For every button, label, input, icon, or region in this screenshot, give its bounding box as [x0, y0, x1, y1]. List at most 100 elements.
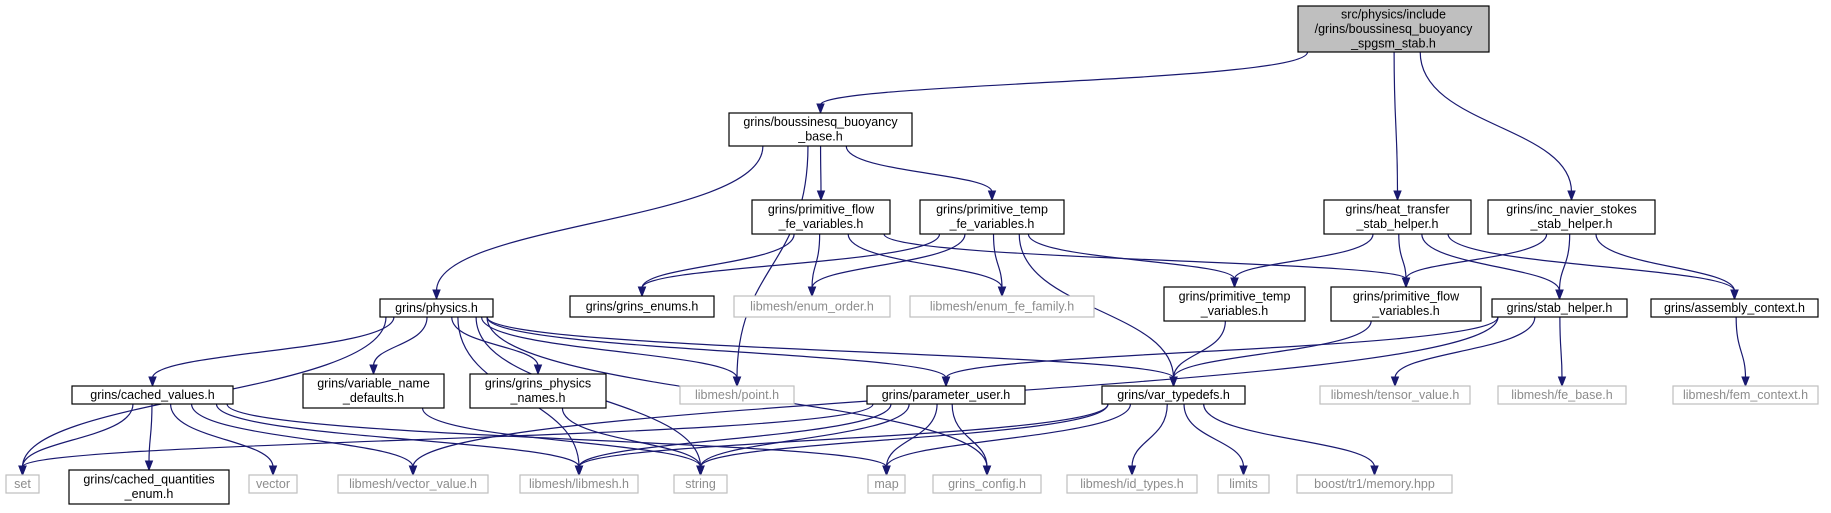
- node-box: [1066, 474, 1198, 494]
- node-libmesh-point-h: libmesh/point.h: [679, 385, 795, 405]
- edge-bbase-to-pffv: [816, 145, 826, 202]
- node-string: string: [673, 474, 728, 494]
- node-libmesh-id-types-h: libmesh/id_types.h: [1066, 474, 1198, 494]
- edge-physics-to-vartd: [486, 316, 1178, 388]
- node-set: set: [5, 474, 40, 494]
- node-grins-inc-navier-stokes-stab-helper-h[interactable]: grins/inc_navier_stokes_stab_helper.h: [1487, 199, 1656, 235]
- node-label-line: libmesh/tensor_value.h: [1331, 388, 1460, 402]
- edge-asm-to-femctx: [1735, 316, 1750, 388]
- node-label-line: _base.h: [797, 130, 843, 144]
- node-label-line: grins/assembly_context.h: [1664, 301, 1805, 315]
- node-label-line: grins/primitive_flow: [768, 203, 875, 217]
- edges-layer: [18, 51, 1750, 477]
- node-grins-cached-quantities-enum-h[interactable]: grins/cached_quantities_enum.h: [68, 469, 230, 505]
- node-libmesh-vector-value-h: libmesh/vector_value.h: [337, 474, 489, 494]
- node-box: [469, 373, 607, 409]
- node-label-line: _variables.h: [1200, 304, 1268, 318]
- node-libmesh-enum-fe-family-h: libmesh/enum_fe_family.h: [909, 295, 1095, 318]
- node-box: [5, 474, 40, 494]
- node-grins-primitive-flow-fe-variables-h[interactable]: grins/primitive_flow_fe_variables.h: [751, 199, 891, 235]
- node-grins-variable-name-defaults-h[interactable]: grins/variable_name_defaults.h: [302, 373, 445, 409]
- node-grins-physics-h[interactable]: grins/physics.h: [379, 298, 494, 318]
- node-label-line: libmesh/id_types.h: [1080, 477, 1184, 491]
- node-box: [1330, 286, 1482, 322]
- node-label-line: set: [14, 477, 31, 491]
- node-src-physics-include-grins-boussinesq-buoyancy-spgsm-stab-h[interactable]: src/physics/include/grins/boussinesq_buo…: [1297, 5, 1490, 53]
- node-libmesh-fe-base-h: libmesh/fe_base.h: [1497, 385, 1627, 405]
- edge-cached-to-cqe: [144, 403, 154, 472]
- edge-cached-to-vecval: [190, 403, 418, 477]
- edge-ptfv-to-genums: [637, 233, 941, 298]
- node-grins-config-h: grins_config.h: [932, 474, 1042, 494]
- node-label-line: _fe_variables.h: [778, 217, 864, 231]
- node-label-line: libmesh/enum_fe_family.h: [930, 299, 1074, 313]
- node-box: [1497, 385, 1627, 405]
- node-label-line: _fe_variables.h: [949, 217, 1035, 231]
- node-box: [337, 474, 489, 494]
- node-label-line: grins/heat_transfer: [1345, 203, 1449, 217]
- node-map: map: [867, 474, 906, 494]
- node-box: [751, 199, 891, 235]
- node-label-line: _enum.h: [124, 487, 174, 501]
- node-label-line: _names.h: [510, 391, 566, 405]
- node-label-line: grins_config.h: [948, 477, 1026, 491]
- node-box: [909, 295, 1095, 318]
- edge-bbase-to-ptfv: [845, 145, 997, 202]
- node-label-line: grins/primitive_flow: [1353, 290, 1460, 304]
- node-box: [569, 295, 715, 318]
- edge-physics-to-cached: [148, 316, 395, 388]
- node-grins-assembly-context-h[interactable]: grins/assembly_context.h: [1650, 298, 1819, 318]
- edge-vartd-to-limits: [1183, 403, 1248, 477]
- edge-htsh-to-ptv: [1230, 233, 1374, 289]
- node-box: [519, 474, 639, 494]
- edge-physnames-to-string: [561, 407, 705, 477]
- node-libmesh-fem-context-h: libmesh/fem_context.h: [1672, 385, 1819, 405]
- node-grins-boussinesq-buoyancy-base-h[interactable]: grins/boussinesq_buoyancy_base.h: [728, 112, 913, 147]
- node-grins-primitive-flow-variables-h[interactable]: grins/primitive_flow_variables.h: [1330, 286, 1482, 322]
- node-label-line: src/physics/include: [1341, 7, 1446, 21]
- node-label-line: grins/physics.h: [395, 301, 478, 315]
- node-label-line: map: [874, 477, 898, 491]
- edge-htsh-to-asm: [1447, 233, 1739, 301]
- node-grins-stab-helper-h[interactable]: grins/stab_helper.h: [1491, 298, 1628, 318]
- node-grins-cached-values-h[interactable]: grins/cached_values.h: [71, 385, 234, 405]
- node-grins-grins-enums-h[interactable]: grins/grins_enums.h: [569, 295, 715, 318]
- node-box: [1297, 5, 1490, 53]
- edge-cached-to-libmesh: [215, 403, 584, 477]
- edge-pffv-to-genums: [637, 233, 795, 298]
- node-vector: vector: [248, 474, 298, 494]
- node-grins-primitive-temp-fe-variables-h[interactable]: grins/primitive_temp_fe_variables.h: [919, 199, 1065, 235]
- edge-vartd-to-idtypes: [1127, 403, 1168, 477]
- node-box: [1491, 298, 1628, 318]
- node-label-line: /grins/boussinesq_buoyancy: [1315, 22, 1473, 36]
- node-box: [919, 199, 1065, 235]
- edge-incns-to-stab: [1555, 233, 1571, 301]
- node-label-line: grins/boussinesq_buoyancy: [743, 115, 898, 129]
- node-label-line: grins/stab_helper.h: [1507, 301, 1613, 315]
- node-label-line: libmesh/libmesh.h: [529, 477, 629, 491]
- edge-param-to-config: [951, 403, 992, 477]
- node-grins-grins-physics-names-h[interactable]: grins/grins_physics_names.h: [469, 373, 607, 409]
- edge-pffv-to-pfv: [883, 233, 1411, 289]
- node-box: [679, 385, 795, 405]
- node-grins-parameter-user-h[interactable]: grins/parameter_user.h: [866, 385, 1026, 405]
- node-libmesh-enum-order-h: libmesh/enum_order.h: [733, 295, 891, 318]
- edge-ptfv-to-enumorder: [807, 233, 966, 298]
- edge-pffv-to-enumfe: [847, 233, 1007, 298]
- node-box: [379, 298, 494, 318]
- edge-physics-to-point: [480, 316, 742, 388]
- edge-ptfv-to-enumfe: [992, 233, 1007, 298]
- node-label-line: grins/primitive_temp: [936, 203, 1048, 217]
- edge-vartd-to-map: [882, 403, 1132, 477]
- edge-physics-to-varname: [369, 316, 428, 376]
- edge-vartd-to-string: [696, 403, 1109, 477]
- node-libmesh-tensor-value-h: libmesh/tensor_value.h: [1319, 385, 1471, 405]
- node-boost-tr1-memory-hpp: boost/tr1/memory.hpp: [1296, 474, 1453, 494]
- node-grins-primitive-temp-variables-h[interactable]: grins/primitive_temp_variables.h: [1163, 286, 1306, 322]
- node-grins-var-typedefs-h[interactable]: grins/var_typedefs.h: [1101, 385, 1246, 405]
- node-label-line: grins/parameter_user.h: [882, 388, 1011, 402]
- edge-root-to-bbase: [816, 51, 1309, 115]
- node-grins-heat-transfer-stab-helper-h[interactable]: grins/heat_transfer_stab_helper.h: [1323, 199, 1472, 235]
- node-box: [1650, 298, 1819, 318]
- edge-vartd-to-boostmem: [1203, 403, 1379, 477]
